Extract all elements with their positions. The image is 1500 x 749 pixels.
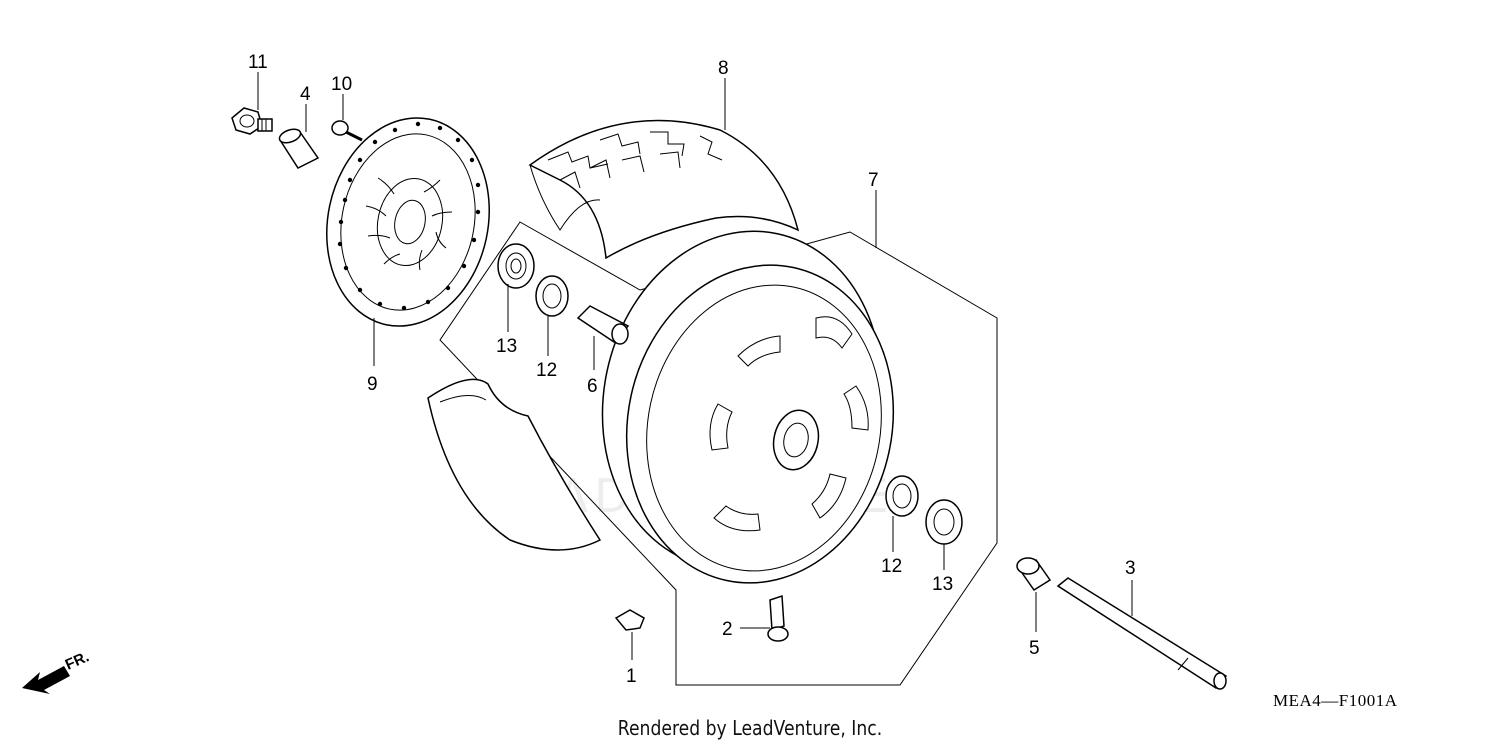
wheel-rim[interactable] [572, 205, 923, 608]
axle-collar-5[interactable] [1016, 557, 1052, 592]
leader-lines [257, 72, 1133, 660]
distance-collar-6[interactable] [576, 305, 630, 345]
bearing-12-right[interactable] [885, 475, 919, 517]
tire-tread-8[interactable] [528, 119, 800, 260]
bearing-12-left[interactable] [535, 275, 569, 317]
callout-13-left: 13 [496, 336, 517, 357]
diagram-code: MEA4—F1001A [1273, 691, 1398, 710]
callout-4: 4 [300, 84, 311, 105]
balance-weight-1[interactable] [614, 609, 645, 631]
front-arrow-text: FR. [63, 648, 92, 673]
callout-8: 8 [718, 58, 729, 79]
front-direction-arrow: FR. [22, 648, 92, 694]
bearing-13-left[interactable] [497, 243, 535, 289]
tire-lower[interactable] [427, 378, 602, 551]
callout-7: 7 [868, 170, 879, 191]
callout-11: 11 [248, 52, 268, 73]
disc-bolt-11[interactable] [231, 107, 273, 135]
bearing-13-right[interactable] [925, 499, 963, 545]
callout-12-right: 12 [881, 556, 902, 577]
collar-4[interactable] [278, 127, 320, 169]
brake-disc[interactable] [308, 103, 508, 342]
callout-labels: 11 4 10 8 7 9 13 12 6 12 13 3 5 2 1 [248, 52, 1136, 687]
callout-10: 10 [331, 74, 352, 95]
callout-2: 2 [722, 619, 733, 640]
callout-13-right: 13 [932, 574, 953, 595]
callout-3: 3 [1125, 558, 1136, 579]
tire-valve-2[interactable] [767, 594, 789, 642]
callout-6: 6 [587, 376, 598, 397]
callout-9: 9 [367, 374, 378, 395]
disc-screw-10[interactable] [331, 120, 363, 142]
callout-1: 1 [626, 666, 637, 687]
front-arrow-icon [22, 666, 70, 694]
front-axle-3[interactable] [1056, 577, 1228, 690]
callout-12-left: 12 [536, 360, 557, 381]
render-credit: Rendered by LeadVenture, Inc. [617, 716, 883, 740]
callout-5: 5 [1029, 638, 1040, 659]
